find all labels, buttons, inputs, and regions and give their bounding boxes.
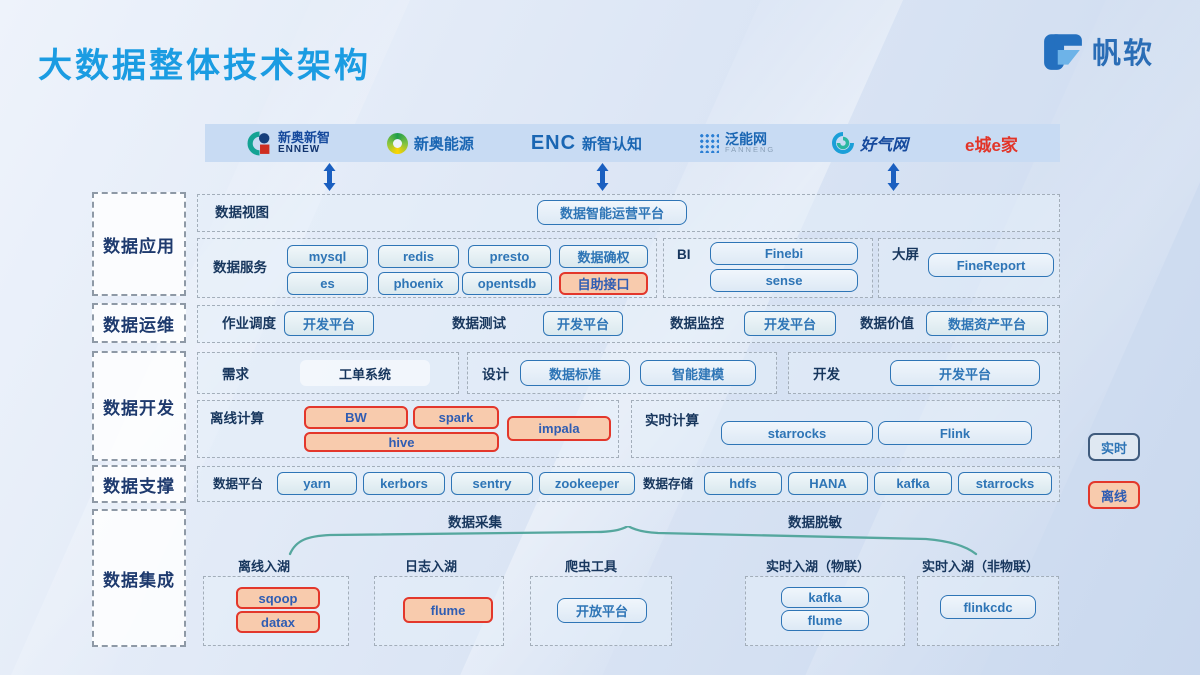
- fanruan-logo: 帆软: [1042, 30, 1154, 72]
- group-title-crawler: 爬虫工具: [565, 559, 618, 574]
- chip-sentry: sentry: [451, 472, 533, 495]
- page-title: 大数据整体技术架构: [38, 47, 371, 85]
- legend-realtime: 实时: [1088, 433, 1140, 461]
- chip-kafka: kafka: [874, 472, 952, 495]
- chip-starrocks: starrocks: [721, 421, 873, 445]
- fanruan-wordmark: 帆软: [1091, 38, 1154, 70]
- data-view-label: 数据视图: [215, 205, 269, 220]
- partner-enc: ENC 新智认知: [531, 132, 642, 155]
- fanneng-icon: [698, 133, 719, 153]
- updown-arrow-icon: [323, 163, 336, 196]
- chip-yarn: yarn: [277, 472, 357, 495]
- chip-starrocks: starrocks: [958, 472, 1052, 495]
- legend-offline: 离线: [1088, 481, 1140, 509]
- side-label-data-application: 数据应用: [92, 192, 186, 296]
- screen-label: 大屏: [892, 247, 919, 262]
- chip-impala: impala: [507, 416, 611, 441]
- chip-finereport: FineReport: [928, 253, 1054, 277]
- group-title-realtime-non-iot: 实时入湖（非物联）: [922, 559, 1040, 574]
- side-label-data-ops: 数据运维: [92, 303, 186, 343]
- haoqiwang-name: 好气网: [860, 137, 909, 154]
- group-title-log-lake: 日志入湖: [405, 559, 458, 574]
- chip-dev-platform: 开发平台: [890, 360, 1040, 386]
- chip-flume: flume: [403, 597, 493, 623]
- chip-flinkcdc: flinkcdc: [940, 595, 1036, 619]
- offline-compute-label: 离线计算: [210, 411, 264, 426]
- ops-label-monitoring: 数据监控: [670, 316, 724, 331]
- enc-name: 新智认知: [582, 135, 643, 153]
- chip-hive: hive: [304, 432, 499, 452]
- group-title-realtime-iot: 实时入湖（物联）: [766, 559, 871, 574]
- chip-hana: HANA: [788, 472, 868, 495]
- chip-redis: redis: [378, 245, 459, 268]
- chip-dev-platform: 开发平台: [284, 311, 374, 336]
- chip-datax: datax: [236, 611, 320, 633]
- chip-ticket-system: 工单系统: [300, 360, 430, 386]
- ops-label-data-value: 数据价值: [860, 316, 914, 331]
- chip-data-standard: 数据标准: [520, 360, 630, 386]
- chip-smart-ops-platform: 数据智能运营平台: [537, 200, 687, 225]
- chip-hdfs: hdfs: [704, 472, 782, 495]
- side-label-data-dev: 数据开发: [92, 351, 186, 461]
- chip-data-rights: 数据确权: [559, 245, 648, 268]
- partner-fanneng: 泛能网 FANNENG: [698, 130, 776, 155]
- side-label-data-integration: 数据集成: [92, 509, 186, 647]
- partner-echengejia: e城e家: [965, 131, 1018, 156]
- chip-bw: BW: [304, 406, 408, 429]
- data-platform-label: 数据平台: [213, 477, 264, 491]
- chip-dev-platform: 开发平台: [543, 311, 623, 336]
- chip-mysql: mysql: [287, 245, 368, 268]
- chip-presto: presto: [468, 245, 551, 268]
- side-label-data-support: 数据支撑: [92, 465, 186, 503]
- brace-curve: [288, 526, 978, 556]
- fanruan-icon: [1044, 34, 1082, 70]
- updown-arrow-icon: [596, 163, 609, 196]
- enn-energy-name: 新奥能源: [413, 135, 474, 153]
- chip-kerbors: kerbors: [363, 472, 445, 495]
- updown-arrow-icon: [887, 163, 900, 196]
- chip-kafka: kafka: [781, 587, 869, 608]
- ops-label-testing: 数据测试: [452, 316, 506, 331]
- enc-abbr: ENC: [530, 131, 577, 154]
- realtime-compute-label: 实时计算: [645, 413, 699, 428]
- data-service-label: 数据服务: [213, 260, 267, 275]
- chip-sqoop: sqoop: [236, 587, 320, 609]
- fanneng-subtitle: FANNENG: [724, 145, 776, 155]
- partner-haoqiwang: 好气网: [832, 131, 908, 155]
- requirement-label: 需求: [222, 367, 249, 382]
- haoqiwang-icon: [832, 132, 855, 154]
- data-collect-label: 数据采集: [448, 515, 502, 530]
- ennew-name: 新奥新智: [278, 129, 331, 145]
- chip-self-service-api: 自助接口: [559, 272, 648, 295]
- chip-flume: flume: [781, 610, 869, 631]
- chip-opentsdb: opentsdb: [462, 272, 552, 295]
- design-label: 设计: [482, 367, 509, 382]
- chip-data-asset-platform: 数据资产平台: [926, 311, 1048, 336]
- data-storage-label: 数据存储: [643, 477, 694, 491]
- ennew-subtitle: ENNEW: [278, 143, 321, 155]
- partner-enn-energy: 新奥能源: [386, 132, 474, 154]
- fanneng-name: 泛能网: [724, 130, 767, 147]
- chip-finebi: Finebi: [710, 242, 858, 265]
- data-mask-label: 数据脱敏: [788, 515, 842, 530]
- build-label: 开发: [813, 367, 840, 382]
- echengejia-name: e城e家: [965, 135, 1018, 155]
- bi-label: BI: [677, 247, 691, 262]
- chip-es: es: [287, 272, 368, 295]
- enn-energy-icon: [386, 132, 408, 154]
- chip-dev-platform: 开发平台: [744, 311, 836, 336]
- chip-open-platform: 开放平台: [557, 598, 647, 623]
- chip-sense: sense: [710, 269, 858, 292]
- chip-zookeeper: zookeeper: [539, 472, 635, 495]
- chip-phoenix: phoenix: [378, 272, 459, 295]
- partner-logo-bar: 新奥新智 ENNEW 新奥能源 ENC 新智认知 泛能网 FANNENG 好气网: [205, 124, 1060, 162]
- chip-smart-modeling: 智能建模: [640, 360, 756, 386]
- group-title-offline-lake: 离线入湖: [238, 559, 291, 574]
- chip-flink: Flink: [878, 421, 1032, 445]
- chip-spark: spark: [413, 406, 499, 429]
- ops-label-scheduling: 作业调度: [222, 316, 276, 331]
- ennew-icon: [247, 131, 270, 155]
- partner-ennew: 新奥新智 ENNEW: [247, 131, 330, 156]
